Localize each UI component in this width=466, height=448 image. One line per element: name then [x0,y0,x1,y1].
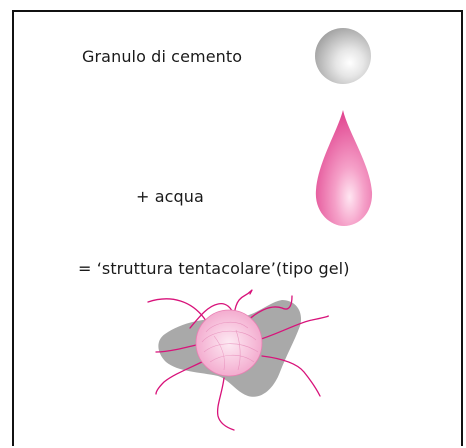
cement-grain-icon [315,28,371,84]
water-droplet-icon [316,110,372,226]
gel-structure-icon [148,290,328,430]
